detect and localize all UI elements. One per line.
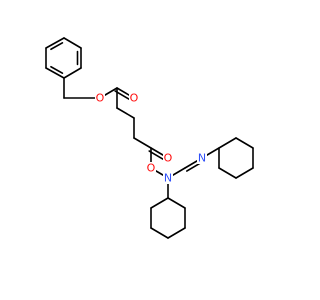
atom-symbol: N	[198, 152, 206, 165]
atom-label-background	[129, 92, 139, 104]
atom-symbol: N	[164, 172, 172, 185]
atom-n-imine: N	[197, 152, 207, 165]
bond-b4-b5	[45, 67, 65, 79]
bond-c3-c4	[133, 137, 152, 149]
atom-o-acyl-carbonyl: O	[163, 152, 173, 165]
bond-u4-u5	[235, 167, 254, 179]
bond-l3-l4	[167, 227, 186, 239]
bond-layer	[45, 37, 254, 239]
atom-o-ester-carbonyl: O	[129, 92, 139, 105]
atom-symbol: O	[96, 92, 105, 105]
bond-b4-b5-double	[50, 65, 64, 74]
bond-u2-u3	[235, 137, 254, 149]
bond-l4-l5	[150, 227, 169, 239]
atom-n-amine: N	[163, 172, 173, 185]
atom-symbol: O	[164, 152, 173, 165]
atom-symbol: O	[130, 92, 139, 105]
bond-u5-u6	[218, 167, 237, 179]
atom-label-background	[163, 172, 173, 184]
atom-o-acyl-link: O	[146, 162, 156, 175]
atom-label-background	[163, 152, 173, 164]
atom-symbol: O	[147, 162, 156, 175]
bond-b1-b2	[63, 37, 82, 49]
bond-l6-l1	[150, 197, 169, 209]
atom-label-background	[146, 162, 156, 174]
bond-u1-u2	[218, 137, 237, 149]
bond-b3-b4	[63, 67, 82, 79]
bond-b6-b1-double	[50, 42, 64, 51]
atom-label-background	[95, 92, 105, 104]
bond-b6-b1	[45, 37, 65, 49]
atom-o-ester-link: O	[95, 92, 105, 105]
atom-label-background	[197, 152, 207, 164]
bond-l1-l2	[167, 197, 186, 209]
bond-c1-c2	[116, 107, 135, 119]
